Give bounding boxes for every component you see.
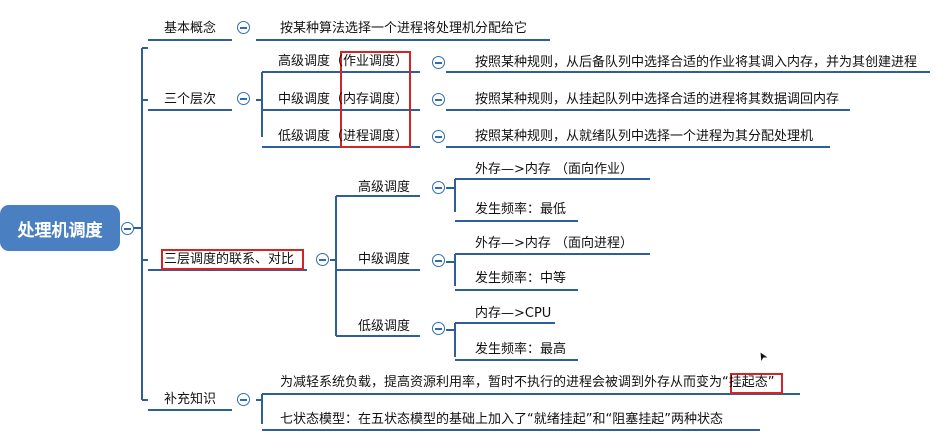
concept-label: 基本概念	[164, 21, 217, 36]
level-low-collapse-icon[interactable]	[432, 130, 445, 143]
compare-item-high[interactable]: 高级调度	[358, 180, 411, 195]
concept-collapse-icon[interactable]	[237, 21, 250, 34]
compare-low-collapse-icon[interactable]	[432, 322, 445, 335]
compare-high-move: 外存—>内存 （面向作业）	[475, 162, 634, 177]
level-mid-detail: 按照某种规则，从挂起队列中选择合适的进程将其数据调回内存	[475, 92, 840, 107]
root-collapse-icon[interactable]	[121, 222, 134, 235]
extra-suspend-text: 为减轻系统负载，提高资源利用率，暂时不执行的进程会被调到外存从而变为	[280, 375, 723, 390]
extra-suspend-note: 为减轻系统负载，提高资源利用率，暂时不执行的进程会被调到外存从而变为“挂起态”	[280, 375, 775, 391]
level-name: 中级调度	[278, 92, 331, 107]
compare-mid-move: 外存—>内存 （面向进程）	[475, 236, 634, 251]
level-alias: （进程调度）	[330, 129, 409, 144]
level-alias: （作业调度）	[330, 54, 409, 69]
suspend-state-term: “挂起态”	[722, 375, 775, 390]
extra-collapse-icon[interactable]	[237, 393, 250, 406]
root-label: 处理机调度	[17, 220, 103, 241]
compare-high-freq: 发生频率：最低	[475, 202, 567, 217]
levels-label: 三个层次	[164, 92, 217, 107]
extra-seven-state-note: 七状态模型：在五状态模型的基础上加入了“就绪挂起”和“阻塞挂起”两种状态	[280, 412, 723, 427]
level-alias: （内存调度）	[330, 92, 409, 107]
levels-collapse-icon[interactable]	[237, 92, 250, 105]
compare-label: 三层调度的联系、对比	[164, 252, 295, 267]
compare-item-low[interactable]: 低级调度	[358, 319, 411, 334]
compare-high-collapse-icon[interactable]	[432, 181, 445, 194]
extra-node[interactable]: 补充知识	[164, 392, 216, 408]
compare-low-move: 内存—>CPU	[475, 306, 552, 321]
level-name: 低级调度	[278, 129, 331, 144]
level-item-high[interactable]: 高级调度（作业调度）	[278, 54, 408, 70]
suspend-state-highlight-box	[730, 373, 783, 394]
level-mid-collapse-icon[interactable]	[432, 93, 445, 106]
compare-mid-freq: 发生频率：中等	[475, 271, 567, 286]
compare-collapse-icon[interactable]	[316, 253, 329, 266]
level-name: 高级调度	[278, 54, 331, 69]
compare-mid-collapse-icon[interactable]	[432, 254, 445, 267]
concept-node[interactable]: 基本概念	[164, 21, 216, 37]
level-high-detail: 按照某种规则，从后备队列中选择合适的作业将其调入内存，并为其创建进程	[475, 55, 918, 70]
compare-item-mid[interactable]: 中级调度	[358, 252, 411, 267]
level-item-low[interactable]: 低级调度（进程调度）	[278, 129, 408, 145]
level-high-collapse-icon[interactable]	[432, 56, 445, 69]
extra-label: 补充知识	[164, 392, 217, 407]
alias-highlight-box	[340, 51, 411, 148]
level-low-detail: 按照某种规则，从就绪队列中选择一个进程为其分配处理机	[475, 129, 814, 144]
compare-low-freq: 发生频率：最高	[475, 342, 567, 357]
root-node[interactable]: 处理机调度	[0, 205, 120, 251]
levels-node[interactable]: 三个层次	[164, 92, 216, 108]
compare-highlight-box	[161, 249, 304, 270]
concept-detail: 按某种算法选择一个进程将处理机分配给它	[280, 21, 528, 36]
level-item-mid[interactable]: 中级调度（内存调度）	[278, 92, 408, 108]
compare-node[interactable]: 三层调度的联系、对比	[164, 252, 294, 268]
